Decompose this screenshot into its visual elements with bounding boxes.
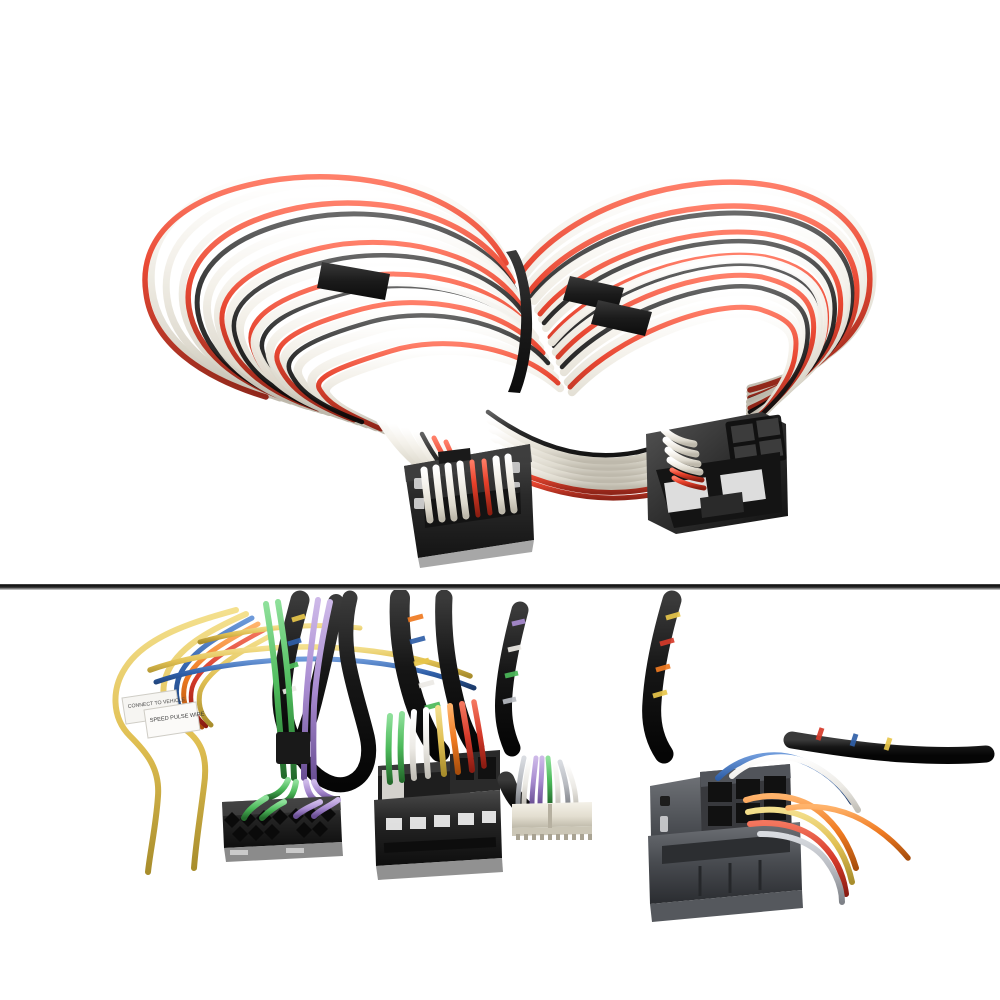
grey-quadlock-connector bbox=[648, 764, 803, 922]
black-braided-loom bbox=[272, 590, 995, 793]
tape-wrap bbox=[276, 732, 310, 764]
white-10pin-connector bbox=[497, 755, 592, 840]
quadlock-female-connector bbox=[646, 412, 788, 534]
iso-male-connector bbox=[404, 444, 534, 568]
wire-bundle-left-loop bbox=[142, 167, 565, 435]
wires-out-of-quadlock bbox=[715, 752, 911, 905]
bottom-panel-graphic: CONNECT TO VEHICLE SPEED PULSE WIRE bbox=[0, 590, 1000, 1000]
iso-quadlock-connector bbox=[374, 750, 503, 880]
wire-bundle-right-loop bbox=[516, 172, 877, 444]
wires-into-iso-quadlock bbox=[385, 699, 487, 785]
speed-pulse-wire-label: CONNECT TO VEHICLE SPEED PULSE WIRE bbox=[121, 689, 205, 739]
latch-ribs bbox=[698, 860, 762, 896]
connector-pin-cavities bbox=[224, 806, 336, 842]
top-panel-graphic bbox=[142, 167, 877, 568]
connector-pin-slots bbox=[386, 811, 496, 830]
coiled-harness-view: Large coiled bundle of white, red and bl… bbox=[142, 167, 877, 568]
panel-divider bbox=[0, 584, 1000, 590]
connector-detail-view: CONNECT TO VEHICLE SPEED PULSE WIRE bbox=[0, 590, 1000, 1000]
connector-latch-teeth bbox=[516, 834, 592, 840]
wires-into-12pin bbox=[241, 795, 341, 821]
cable-strap-group bbox=[317, 250, 652, 393]
cable-strap bbox=[591, 300, 652, 336]
cable-strap bbox=[506, 250, 533, 393]
braid-colour-flecks bbox=[282, 611, 893, 751]
cable-strap bbox=[317, 262, 390, 300]
